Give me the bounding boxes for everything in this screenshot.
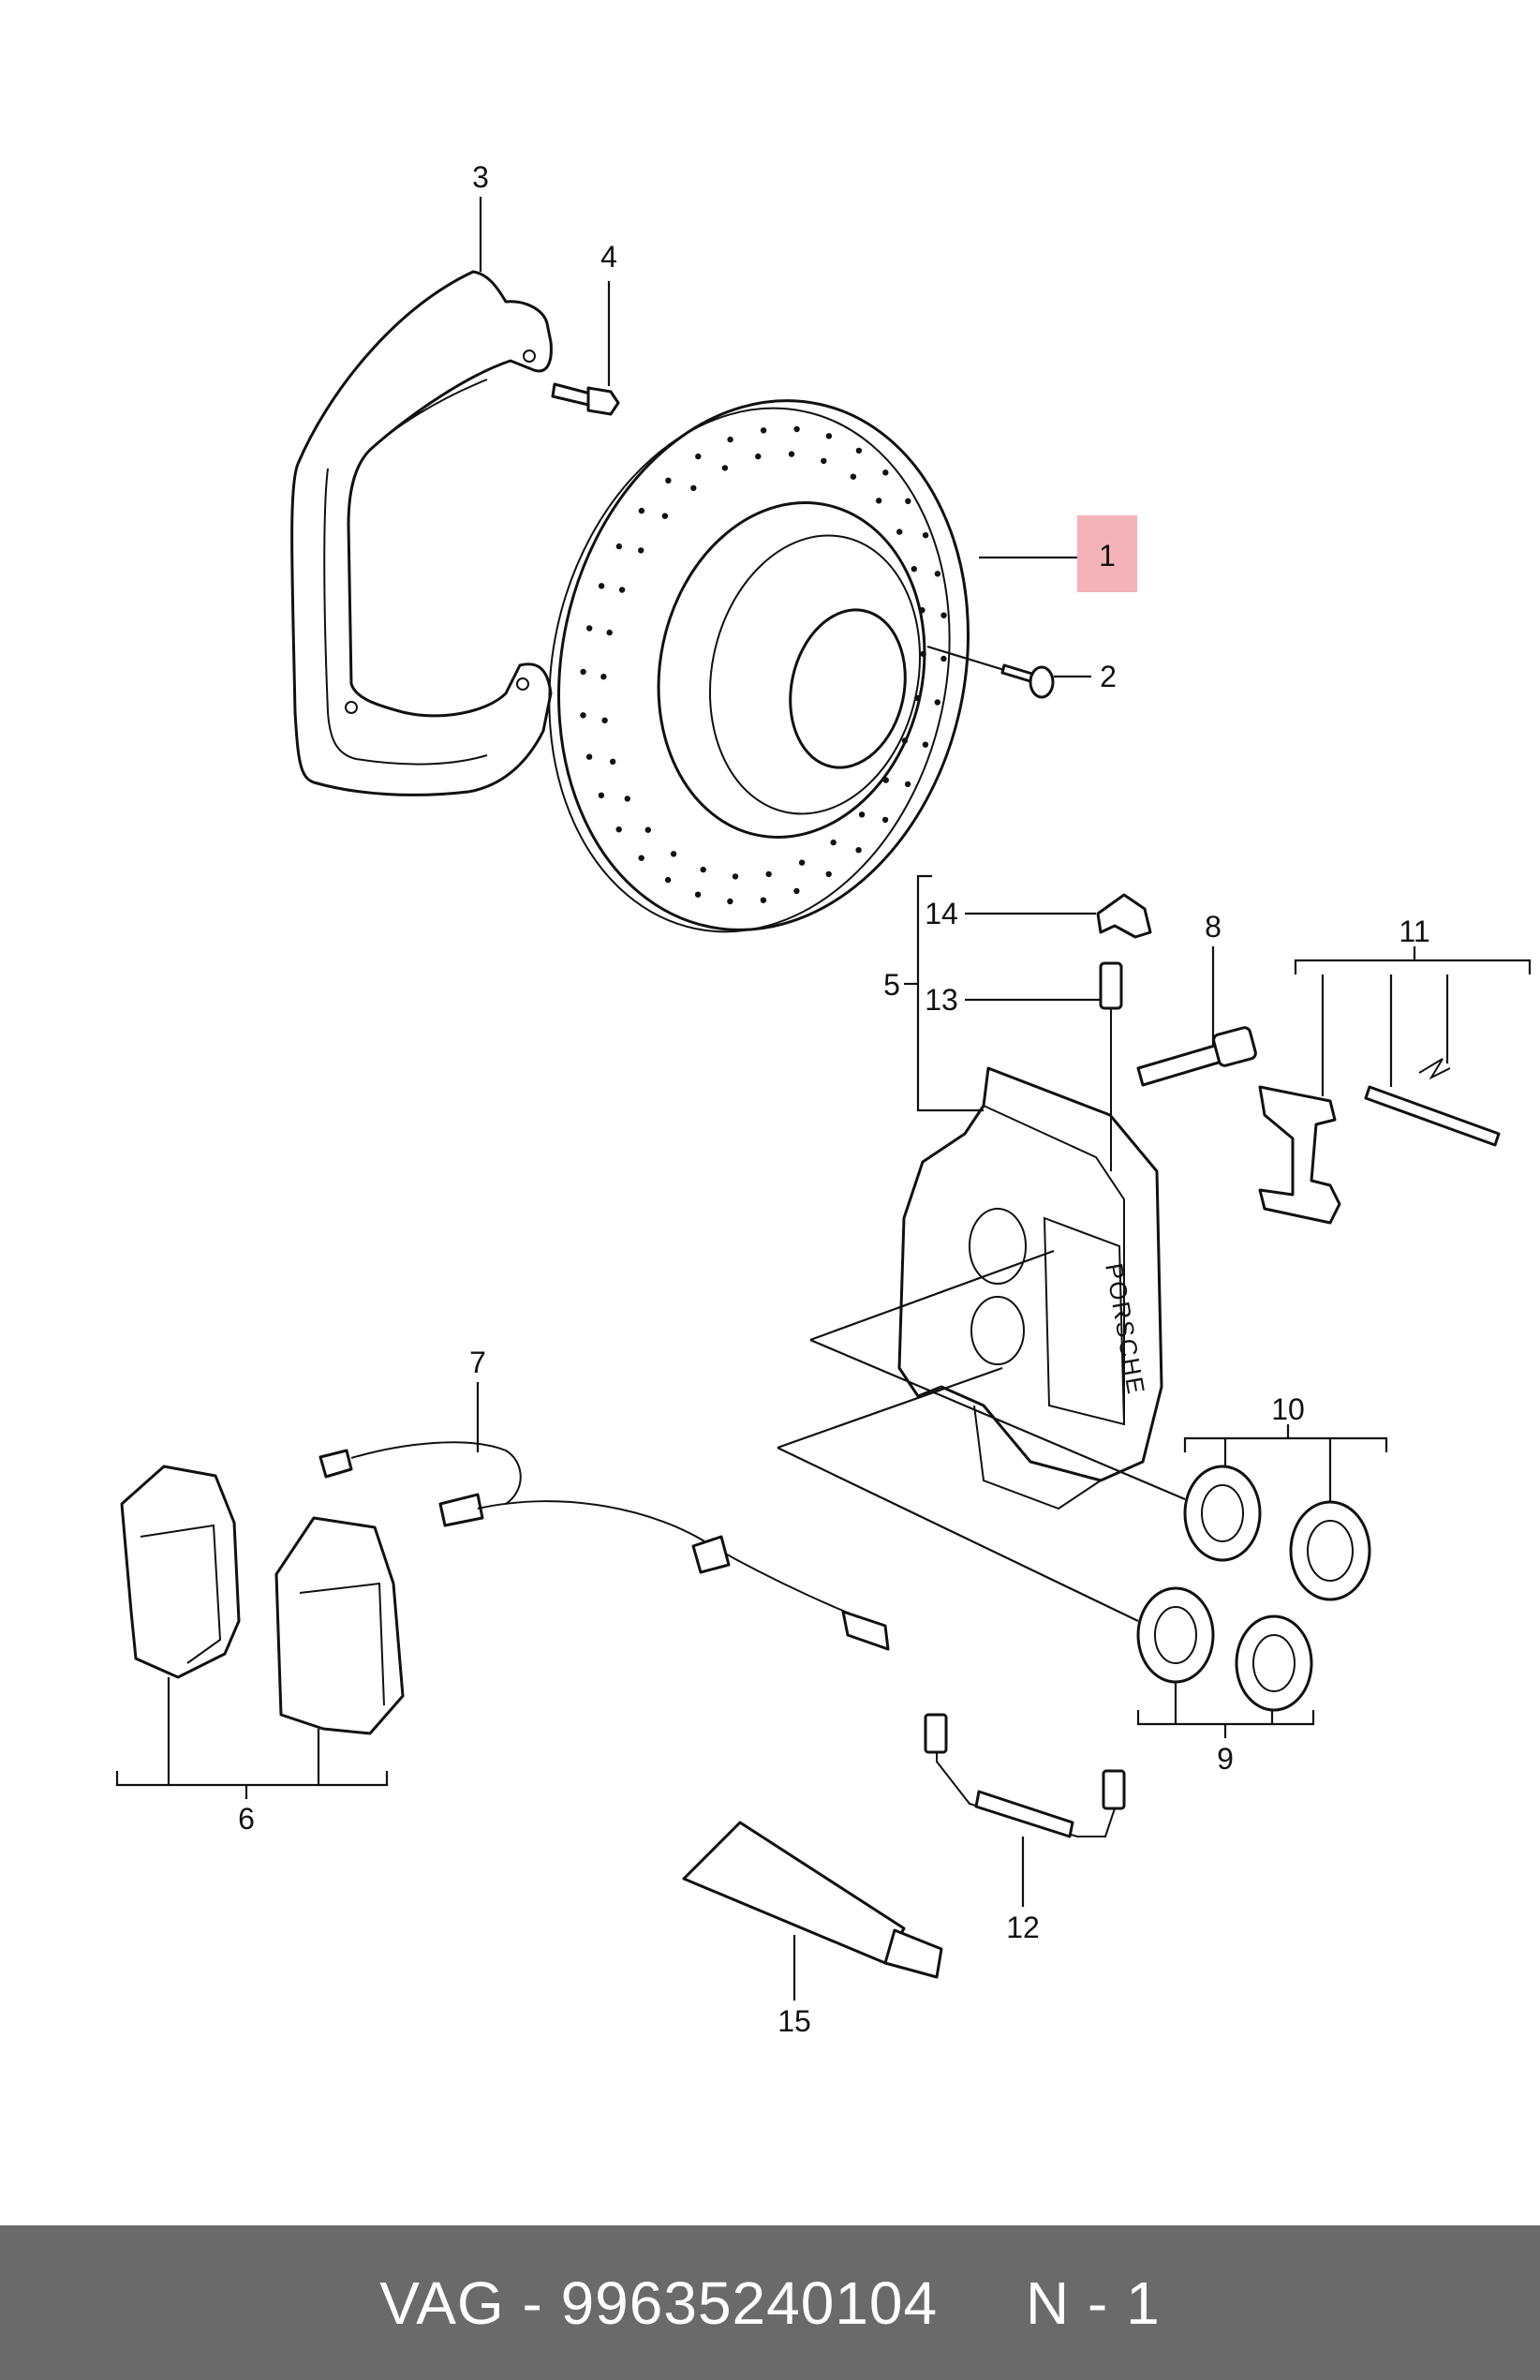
part-2-screw [1000,663,1055,699]
part-7-wear-sensor [318,1441,890,1651]
callout-11: 11 [1399,915,1429,948]
disc-drill-hole [922,532,929,539]
callout-6: 6 [238,1802,255,1836]
disc-drill-hole [882,469,889,476]
disc-drill-hole [905,498,911,504]
disc-drill-hole [610,758,616,765]
part-5-brake-caliper: PORSCHE [897,1066,1163,1510]
callout-9: 9 [1217,1742,1234,1776]
disc-drill-hole [896,528,903,535]
disc-drill-hole [665,477,672,483]
disc-drill-hole [606,629,613,636]
part-4-bolt [551,382,620,416]
callout-3: 3 [472,160,489,194]
disc-drill-hole [644,826,651,833]
disc-drill-hole [911,566,917,573]
part-14-bleed-cap [1096,893,1152,939]
part-1-brake-disc [548,399,970,933]
exploded-parts-diagram: PORSCHE [115,160,1532,2038]
disc-drill-hole [586,625,593,632]
disc-drill-hole [624,796,630,802]
disc-drill-hole [755,453,762,460]
disc-drill-hole [727,436,733,443]
disc-drill-hole [934,571,941,577]
disc-drill-hole [830,839,837,846]
disc-drill-hole [638,507,645,514]
part-3-dust-shield [290,270,553,796]
callout-labels: 1 2 3 4 5 6 7 8 9 10 11 12 13 14 15 [238,160,1430,2038]
part-number-footer: VAG - 99635240104 N - 1 [0,2225,1540,2380]
callout-2: 2 [1100,660,1117,693]
callout-14: 14 [925,897,958,930]
callout-5: 5 [883,968,900,1002]
disc-drill-hole [721,465,729,471]
callout-1-highlight [1077,515,1137,592]
disc-drill-hole [855,447,863,454]
disc-drill-hole [855,847,862,854]
footer-part-number-text: VAG - 99635240104 N - 1 [379,2268,1161,2337]
disc-drill-hole [598,583,605,589]
disc-drill-hole [922,741,929,748]
disc-drill-hole [670,851,677,857]
disc-drill-hole [940,655,947,662]
disc-drill-hole [765,870,772,878]
disc-drill-hole [788,451,795,457]
callout-8: 8 [1205,910,1222,944]
disc-drill-hole [934,699,940,706]
disc-drill-hole [580,668,586,676]
disc-drill-hole [601,717,608,723]
callout-13: 13 [925,983,958,1017]
disc-drill-hole [598,792,605,798]
disc-drill-hole [901,737,909,744]
disc-drill-hole [600,674,607,680]
disc-drill-hole [798,859,806,866]
disc-drill-hole [585,753,593,760]
part-8-bolt [1136,1026,1257,1087]
disc-drill-hole [919,607,925,614]
part-9-10-piston-seals [1136,1465,1371,1712]
disc-drill-hole [700,866,706,873]
leader-lines [115,197,1532,2001]
disc-drill-hole [825,433,833,439]
disc-drill-hole [904,781,911,788]
disc-drill-hole [876,498,882,504]
callout-10: 10 [1271,1392,1305,1426]
disc-drill-hole [694,891,702,898]
part-15-grease-tube [682,1821,943,1979]
disc-drill-hole [793,425,800,433]
disc-drill-hole [760,427,767,434]
callout-1: 1 [1099,539,1116,573]
disc-drill-hole [732,873,739,880]
disc-drill-hole [615,826,622,833]
disc-drill-hole [882,777,889,783]
disc-drill-hole [695,453,702,460]
disc-drill-hole [940,612,947,618]
disc-drill-hole [793,887,800,895]
part-11-pin-and-spring [1258,1058,1501,1225]
disc-drill-hole [580,712,586,719]
callout-12: 12 [1006,1911,1040,1944]
callout-15: 15 [777,2004,811,2038]
disc-drill-hole [638,855,644,861]
disc-drill-hole [727,898,733,905]
disc-drill-hole [881,816,889,824]
disc-drill-hole [920,650,926,657]
disc-drill-hole [850,473,857,480]
disc-drill-hole [858,811,866,818]
disc-drill-hole [664,876,672,884]
callout-7: 7 [469,1346,486,1379]
disc-drill-hole [825,870,832,878]
disc-drill-hole [760,897,767,903]
disc-drill-hole [690,484,697,492]
disc-drill-hole [615,543,623,550]
part-12-brake-line [924,1713,1126,1838]
part-13-bleed-screw [1099,961,1123,1171]
disc-drill-hole [914,694,921,702]
disc-drill-hole [618,587,626,593]
disc-drill-hole [638,547,644,554]
disc-drill-hole [821,457,827,465]
part-6-brake-pads [120,1465,405,1735]
callout-4: 4 [600,240,617,274]
disc-drill-hole [661,513,669,519]
